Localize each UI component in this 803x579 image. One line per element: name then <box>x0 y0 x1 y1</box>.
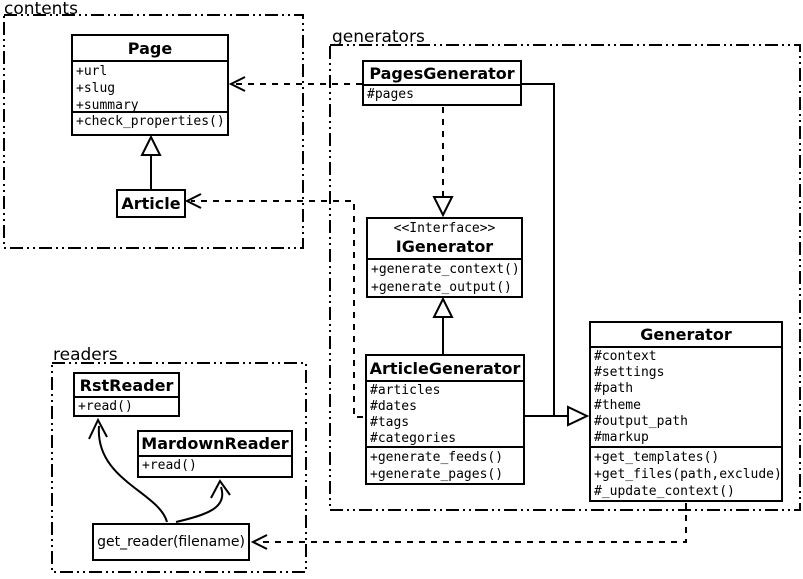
class-rstreader-methods: +read() <box>75 398 178 415</box>
edge-getreader-to-rstreader-arrow <box>88 417 168 523</box>
attribute: #pages <box>367 87 414 102</box>
class-generator: Generator #context #settings #path #them… <box>589 321 783 502</box>
class-articlegenerator-attributes: #articles #dates #tags #categories <box>367 382 523 448</box>
edge-articlegenerator-to-article-dependency <box>184 193 363 418</box>
class-igenerator-name: IGenerator <box>395 237 494 256</box>
class-articlegenerator-methods: +generate_feeds() +generate_pages() <box>367 448 523 483</box>
edge-pagesgenerator-to-igenerator-realization <box>432 107 454 218</box>
class-mardownreader-title: MardownReader <box>139 432 291 457</box>
edge-pagesgenerator-to-page-dependency <box>228 76 362 92</box>
class-page: Page +url +slug +summary +check_properti… <box>71 34 229 136</box>
method: +get_files(path,exclude) <box>594 467 781 482</box>
method: +read() <box>78 399 133 414</box>
class-articlegenerator: ArticleGenerator #articles #dates #tags … <box>365 354 525 485</box>
method: +read() <box>142 458 197 473</box>
class-rstreader-title: RstReader <box>75 374 178 398</box>
attribute: #context <box>594 349 657 364</box>
method: +check_properties() <box>76 114 225 129</box>
package-contents-label: contents <box>4 0 78 19</box>
attribute: #theme <box>594 397 641 413</box>
class-page-attributes: +url +slug +summary <box>73 62 227 113</box>
attribute: #categories <box>370 431 457 446</box>
attribute: #output_path <box>594 413 688 429</box>
class-article-title: Article <box>121 194 181 213</box>
class-generator-methods: +get_templates() +get_files(path,exclude… <box>591 448 781 500</box>
attribute: #dates <box>370 399 417 414</box>
class-articlegenerator-title: ArticleGenerator <box>367 356 523 382</box>
package-generators-label: generators <box>332 27 425 47</box>
class-page-methods: +check_properties() <box>73 113 227 134</box>
attribute: #path <box>594 381 634 397</box>
class-pagesgenerator: PagesGenerator #pages <box>362 60 522 106</box>
class-article: Article <box>116 189 186 218</box>
package-contents-border <box>3 14 304 249</box>
class-pagesgenerator-title: PagesGenerator <box>364 62 520 86</box>
method: +get_templates() <box>594 450 720 465</box>
edge-generator-to-getreader-dependency <box>250 503 687 550</box>
node-get-reader: get_reader(filename) <box>92 523 250 561</box>
class-rstreader: RstReader +read() <box>73 372 180 417</box>
class-mardownreader: MardownReader +read() <box>137 430 293 478</box>
class-generator-attributes: #context #settings #path #theme #output_… <box>591 348 781 448</box>
attribute: #settings <box>594 365 665 381</box>
attribute: #articles <box>370 383 441 398</box>
attribute: #markup <box>594 430 649 446</box>
edge-article-to-page-generalization <box>140 134 162 189</box>
method: +generate_feeds() <box>370 450 504 465</box>
attribute: #tags <box>370 415 410 430</box>
edge-generators-to-generator-generalization <box>522 83 590 427</box>
attribute: +url <box>76 64 108 79</box>
class-mardownreader-methods: +read() <box>139 457 291 474</box>
method: +generate_output() <box>371 279 512 295</box>
package-generators-border <box>329 44 801 511</box>
package-readers-border <box>51 362 307 573</box>
class-igenerator-title: <<Interface>> IGenerator <box>368 219 521 260</box>
class-igenerator-stereotype: <<Interface>> <box>393 221 496 236</box>
edge-getreader-to-mardownreader-arrow <box>175 479 231 523</box>
class-igenerator-methods: +generate_context() +generate_output() <box>368 260 521 296</box>
class-generator-title: Generator <box>591 323 781 348</box>
attribute: +slug <box>76 81 116 96</box>
edge-articlegenerator-to-igenerator-generalization <box>432 296 454 354</box>
method: +generate_context() <box>371 262 520 277</box>
package-readers-label: readers <box>53 345 118 365</box>
class-igenerator: <<Interface>> IGenerator +generate_conte… <box>366 217 523 298</box>
attribute: +summary <box>76 98 139 113</box>
method: +generate_pages() <box>370 467 504 482</box>
class-page-title: Page <box>73 36 227 62</box>
class-pagesgenerator-attributes: #pages <box>364 86 520 104</box>
method: #_update_context() <box>594 484 735 499</box>
